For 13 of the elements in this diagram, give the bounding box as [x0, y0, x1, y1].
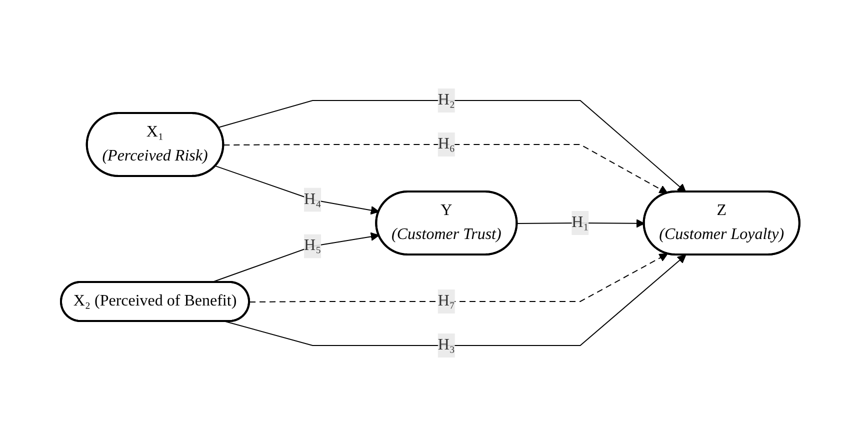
edge-label: H₃	[438, 336, 456, 354]
edge-label: H₂	[438, 92, 456, 108]
arrow	[249, 253, 668, 302]
edge-label: H₆	[438, 136, 456, 152]
edge-label: H₇	[438, 292, 456, 310]
edge-label: H₅	[304, 237, 322, 254]
arrow	[516, 219, 646, 228]
arrow	[218, 100, 686, 192]
arrow	[215, 166, 380, 215]
arrow	[225, 254, 686, 346]
arrow	[223, 144, 668, 194]
edge-label: H₁	[572, 214, 590, 231]
edge-label: H₄	[304, 190, 322, 208]
